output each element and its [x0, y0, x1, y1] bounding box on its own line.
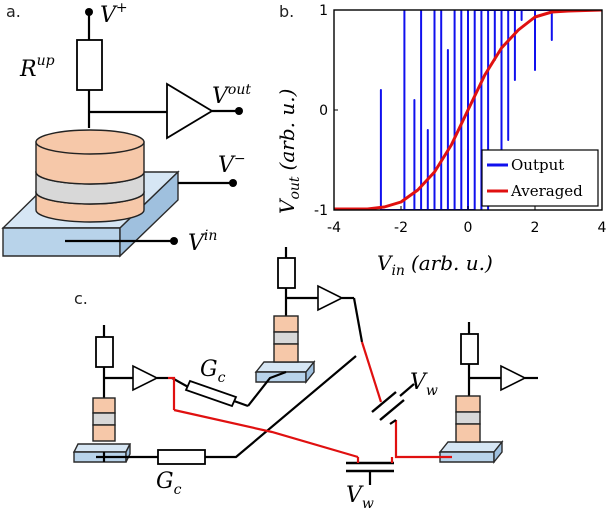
red-wire-left-to-bottom-switch — [173, 408, 359, 459]
y-tick-label: -1 — [314, 203, 328, 219]
x-tick-label: 2 — [531, 220, 540, 236]
wire-center-out — [352, 297, 364, 343]
panel-b-label: b. — [279, 2, 294, 21]
y-tick-label: 0 — [319, 103, 328, 119]
panel-c-label: c. — [74, 289, 88, 308]
neuron-center-resistor — [277, 257, 296, 289]
coupling-resistor-gc-top — [184, 379, 238, 408]
coupling-resistor-gc-bottom — [157, 449, 206, 465]
vw-right-label: Vw — [410, 370, 438, 399]
chart-legend: Output Averaged — [481, 149, 599, 207]
resistor-r-up — [76, 39, 103, 91]
legend-label-output: Output — [511, 156, 564, 174]
wire-gc-top-mid — [233, 399, 249, 408]
switch-vw-bottom — [346, 457, 394, 485]
neuron-left — [72, 325, 168, 463]
x-tick-label: -2 — [394, 220, 408, 236]
wire-gc-top-to-center — [247, 370, 287, 407]
base-plate-side — [119, 170, 179, 258]
vw-bottom-label: Vw — [346, 483, 374, 512]
v-plus-label: V+ — [100, 0, 128, 28]
legend-box — [481, 149, 599, 207]
x-tick-label: -4 — [327, 220, 341, 236]
v-out-terminal — [235, 107, 243, 115]
red-wire-left-out — [168, 376, 176, 410]
neuron-right-amplifier — [500, 364, 527, 392]
gc-bottom-label: Gc — [156, 469, 182, 498]
gc-top-label: Gc — [200, 357, 226, 386]
device-stack — [35, 129, 145, 223]
wire-gc-bottom-right — [205, 355, 357, 459]
v-minus-label: V− — [218, 151, 246, 178]
neuron-right — [438, 322, 538, 464]
panel-a-label: a. — [6, 2, 21, 21]
y-axis-label: Vout(arb. u.) — [275, 89, 303, 214]
amplifier-triangle — [166, 82, 214, 140]
panel-a: a. V+ Rup Vout — [1, 0, 251, 258]
red-wire-switch-to-right — [394, 420, 452, 459]
x-axis-label: Vin(arb. u.) — [377, 251, 493, 279]
x-tick-label: 0 — [464, 220, 473, 236]
panel-b: b. -4 -2 0 2 4 -1 0 1 Vin(arb. u.) Vout(arb. u.… — [275, 2, 607, 279]
v-in-terminal — [170, 237, 178, 245]
neuron-left-amplifier — [132, 364, 159, 392]
legend-label-averaged: Averaged — [510, 182, 583, 200]
series-line-averaged — [334, 10, 602, 210]
panel-c: c. — [72, 247, 538, 512]
r-up-label: Rup — [19, 53, 55, 82]
neuron-right-resistor — [460, 333, 479, 365]
y-tick-label: 1 — [319, 3, 328, 19]
switch-vw-right — [371, 383, 415, 425]
neuron-center-amplifier — [317, 284, 344, 312]
v-in-label: Vin — [188, 228, 217, 256]
v-minus-terminal — [229, 179, 237, 187]
v-out-label: Vout — [212, 82, 251, 109]
x-tick-label: 4 — [598, 220, 607, 236]
neuron-center — [254, 247, 354, 384]
vout-vs-vin-chart: -4 -2 0 2 4 -1 0 1 Vin(arb. u.) Vout(arb. u.) O… — [275, 3, 607, 279]
neuron-left-resistor — [95, 336, 114, 368]
red-wire-center-to-switch — [360, 341, 383, 403]
